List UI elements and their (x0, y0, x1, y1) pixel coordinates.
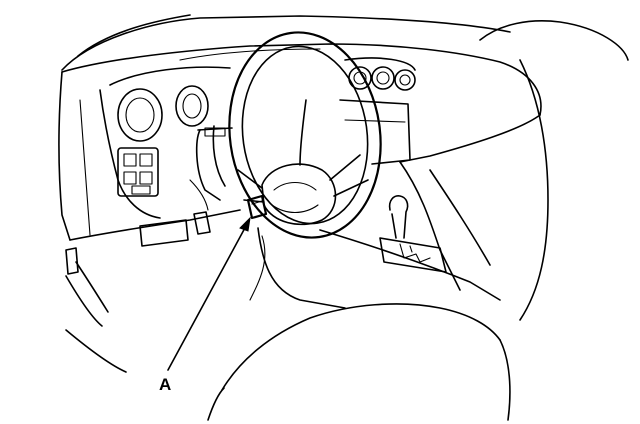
center-gauges (339, 57, 416, 165)
driver-seat (207, 235, 511, 421)
callout-a-leader (167, 216, 251, 371)
floor-lines (65, 227, 346, 373)
center-console (319, 59, 549, 321)
left-switch-panel (117, 147, 159, 197)
steering-wheel (228, 31, 382, 239)
knee-panel (139, 179, 211, 247)
steering-column (195, 125, 233, 201)
component-a (246, 194, 268, 220)
left-bracket (65, 247, 109, 327)
dashboard-left-panel (58, 71, 241, 241)
callout-a-label: A (159, 375, 171, 394)
instrument-cluster (109, 66, 231, 142)
gear-shifter (379, 195, 447, 273)
dashboard-top (61, 43, 542, 163)
windshield-frame (61, 14, 629, 71)
